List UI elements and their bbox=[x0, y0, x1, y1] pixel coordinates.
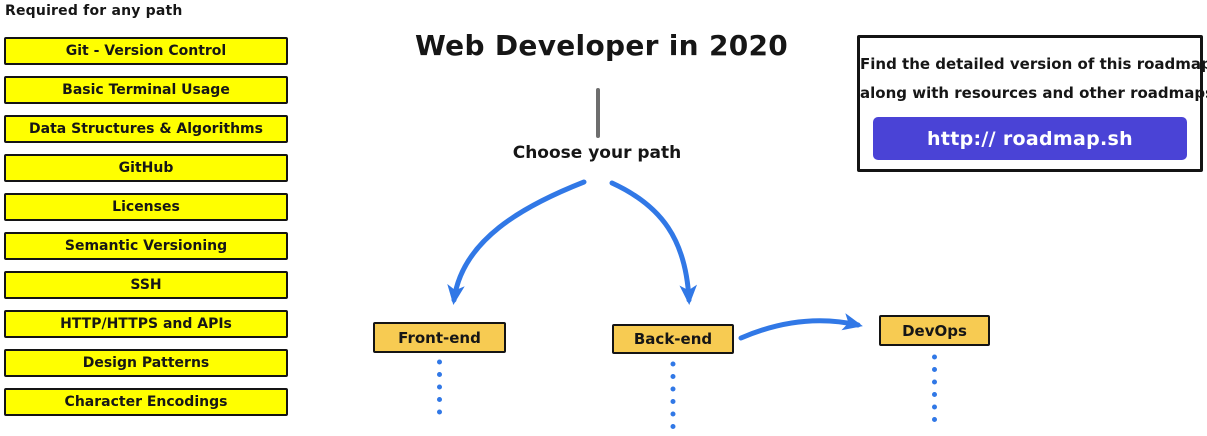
arrow-to-backend bbox=[609, 180, 698, 305]
required-item-dsa[interactable]: Data Structures & Algorithms bbox=[4, 115, 288, 143]
arrow-backend-to-devops bbox=[738, 313, 863, 341]
required-item-ssh[interactable]: SSH bbox=[4, 271, 288, 299]
required-item-github[interactable]: GitHub bbox=[4, 154, 288, 182]
required-item-http-apis[interactable]: HTTP/HTTPS and APIs bbox=[4, 310, 288, 338]
info-text-line1: Find the detailed version of this roadma… bbox=[860, 55, 1207, 73]
required-item-encodings[interactable]: Character Encodings bbox=[4, 388, 288, 416]
info-box: Find the detailed version of this roadma… bbox=[857, 35, 1207, 172]
node-backend[interactable]: Back-end bbox=[612, 324, 734, 354]
info-text-line2: along with resources and other roadmaps bbox=[860, 84, 1207, 102]
roadmap-link-button[interactable]: http:// roadmap.sh bbox=[873, 117, 1187, 160]
node-frontend[interactable]: Front-end bbox=[373, 322, 506, 353]
required-item-licenses[interactable]: Licenses bbox=[4, 193, 288, 221]
required-items-list: Git - Version Control Basic Terminal Usa… bbox=[4, 37, 288, 416]
arrow-to-frontend bbox=[447, 179, 587, 305]
node-devops[interactable]: DevOps bbox=[879, 315, 990, 346]
required-path-heading: Required for any path bbox=[5, 3, 183, 19]
required-item-semver[interactable]: Semantic Versioning bbox=[4, 232, 288, 260]
page-title: Web Developer in 2020 bbox=[415, 29, 789, 62]
required-item-design-patterns[interactable]: Design Patterns bbox=[4, 349, 288, 377]
choose-your-path-label: Choose your path bbox=[512, 143, 682, 163]
connector-line bbox=[596, 88, 600, 138]
required-item-git[interactable]: Git - Version Control bbox=[4, 37, 288, 65]
required-item-terminal[interactable]: Basic Terminal Usage bbox=[4, 76, 288, 104]
